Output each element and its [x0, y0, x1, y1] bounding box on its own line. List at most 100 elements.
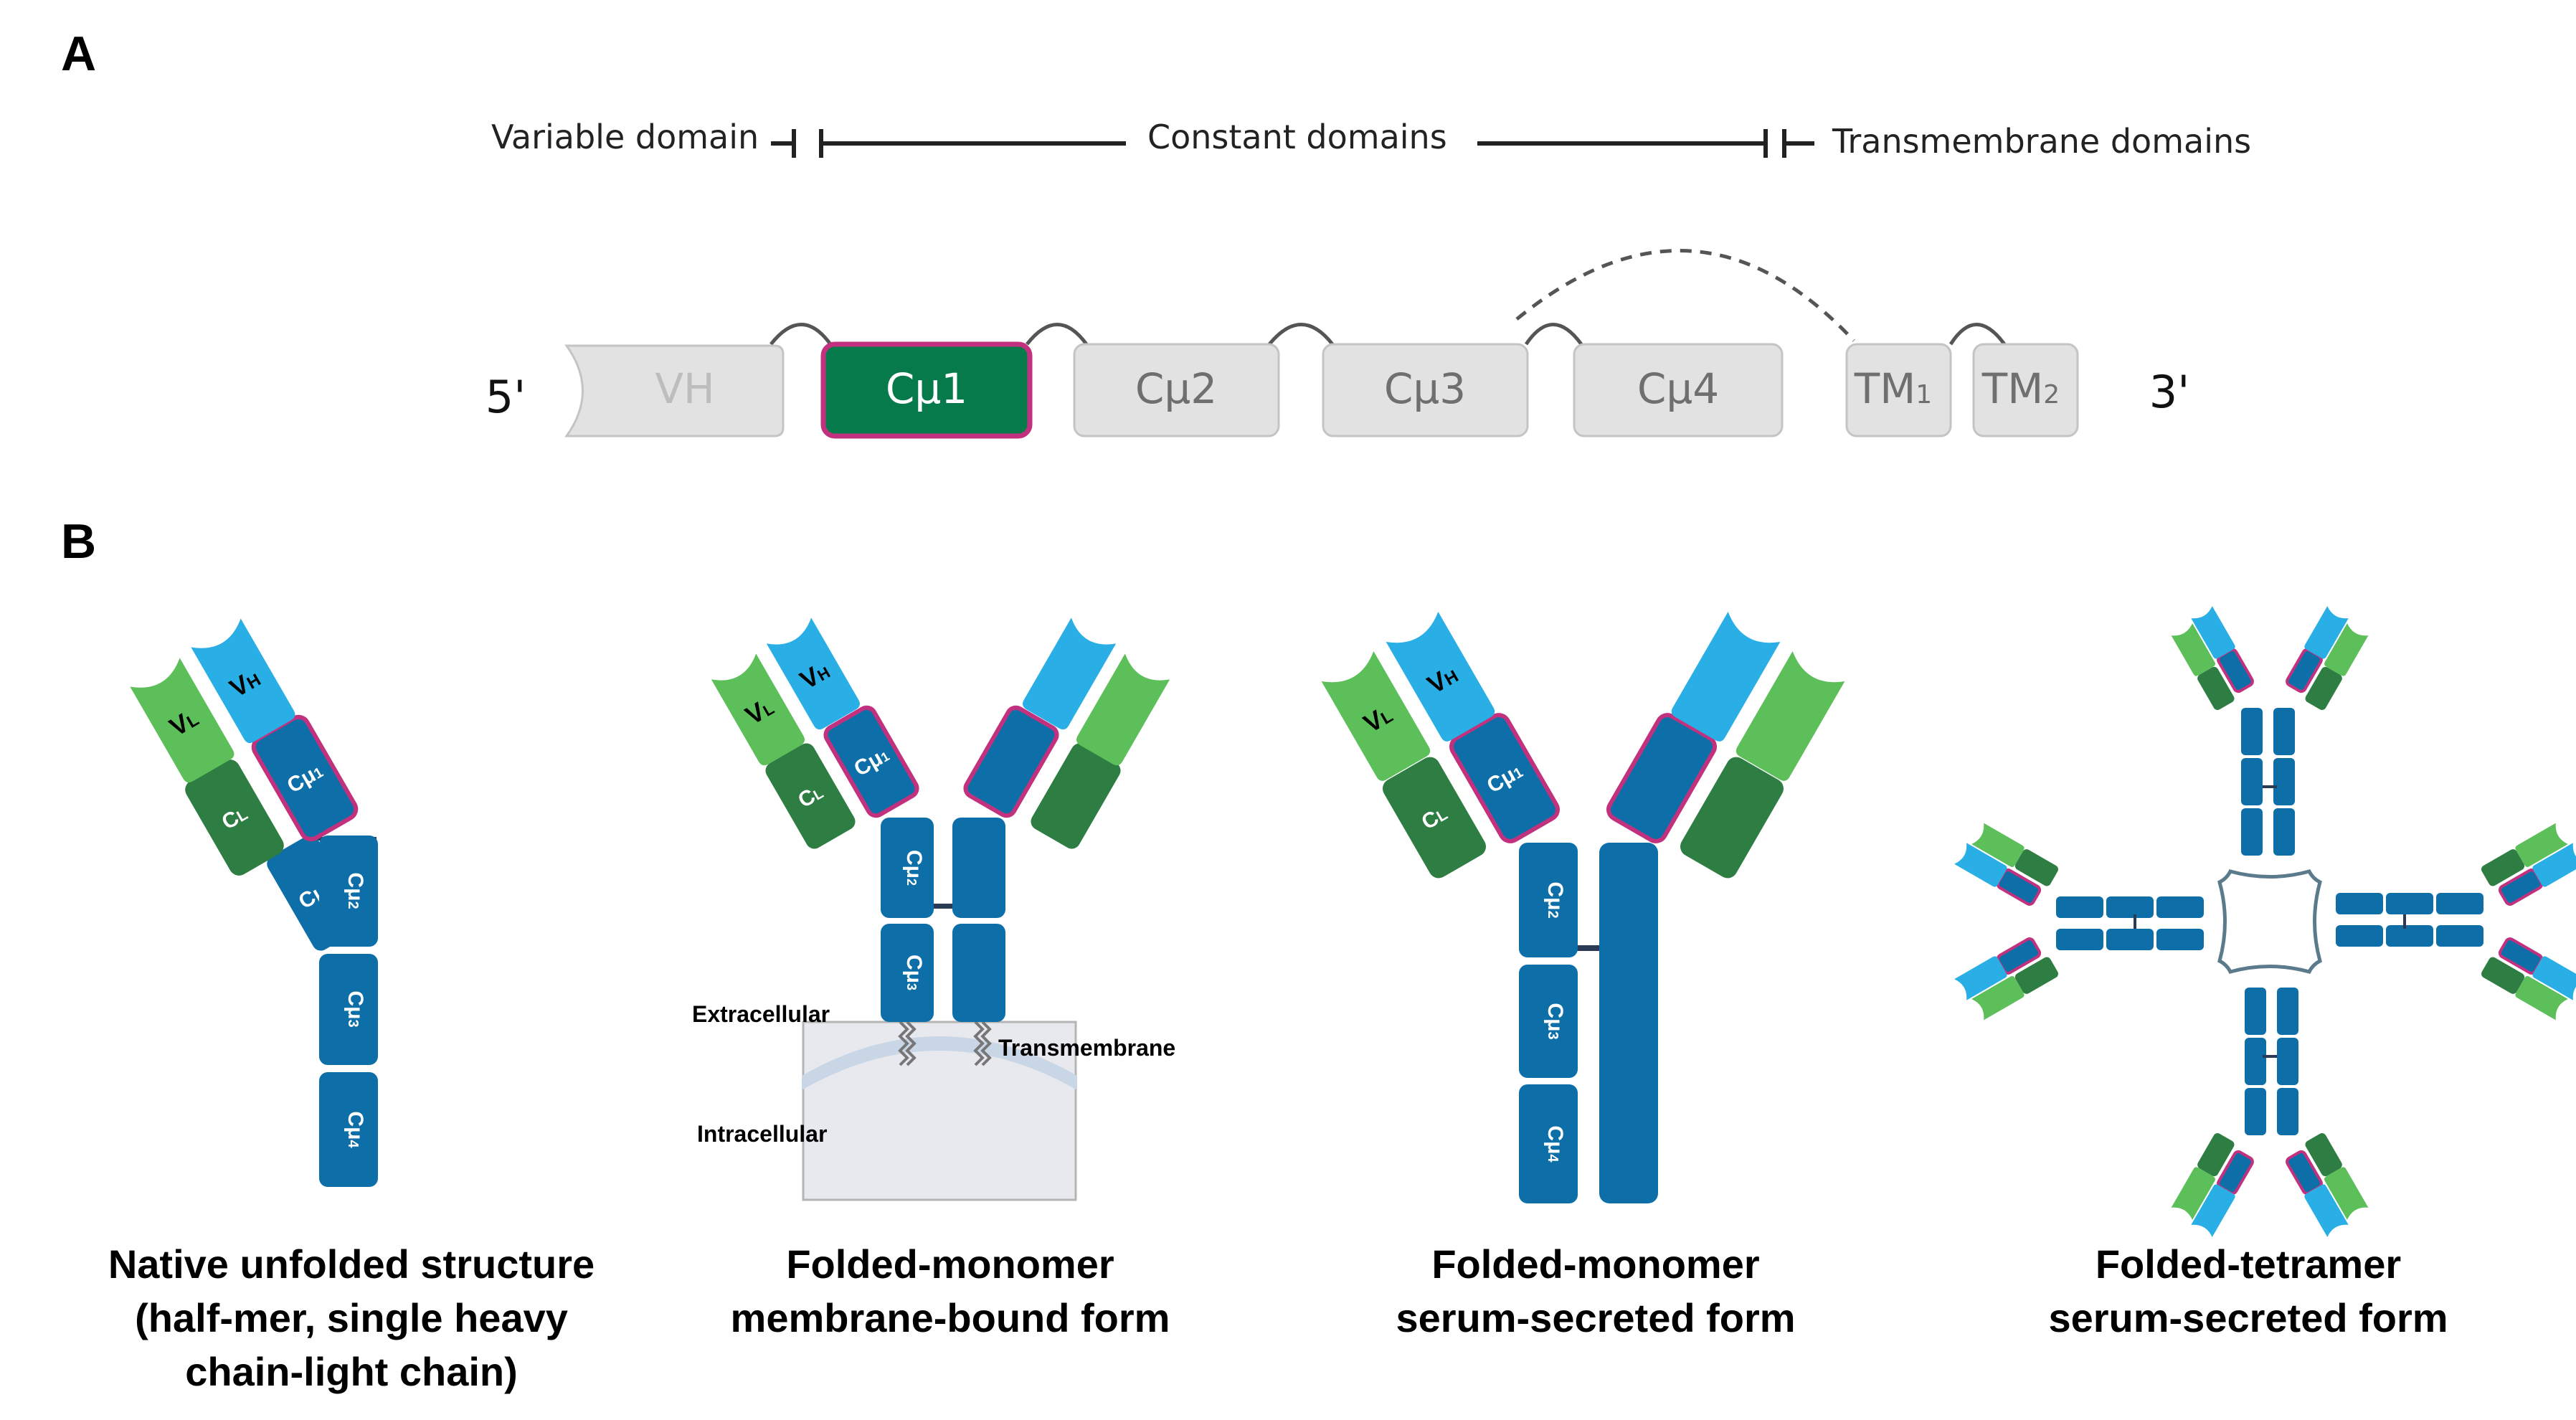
- caption-native-line2: (half-mer, single heavy: [135, 1295, 568, 1340]
- disulfide-bond: [1574, 945, 1603, 951]
- tetramer-light-constant-domain: [2481, 957, 2525, 994]
- heavy-variable-domain-right: [1671, 611, 1781, 742]
- tetramer-fab-left: [1954, 937, 2058, 1021]
- tetramer-light-constant-domain: [2014, 849, 2058, 886]
- tetramer-structure: [1954, 606, 2576, 1237]
- gene-cmu2-label: Cμ2: [1135, 364, 1217, 413]
- light-variable-domain: VL: [130, 658, 235, 783]
- tetramer-light-variable-domain: [2324, 1167, 2369, 1220]
- tetramer-heavy-constant-domain: [2106, 896, 2154, 918]
- transmembrane-label: Transmembrane: [998, 1035, 1175, 1061]
- cmu2-domain: [1519, 843, 1578, 957]
- membrane-bound-monomer: Extracellular Transmembrane Intracellula…: [692, 617, 1175, 1201]
- tetramer-heavy-constant-domain: [2386, 925, 2433, 947]
- gene-cmu3-box: [1322, 343, 1529, 437]
- captions: Native unfolded structure (half-mer, sin…: [108, 1241, 2448, 1394]
- tetramer-heavy-constant-domain: [2273, 708, 2295, 755]
- native-unfolded-structure: Cμ2 Cμ2 Cμ3 Cμ4 CL Cμ1 VL VH: [130, 618, 378, 1187]
- tetramer-heavy-constant-domain: [2156, 929, 2204, 950]
- tetramer-heavy-variable-domain: [2304, 606, 2349, 659]
- domain-bracket-lines: [771, 129, 1814, 158]
- tetramer-light-variable-domain: [2324, 623, 2369, 676]
- tetramer-light-constant-domain: [2197, 1133, 2235, 1177]
- gene-header: Variable domain Constant domains Transme…: [491, 118, 2251, 161]
- tetramer-light-constant-domain: [2305, 666, 2342, 710]
- cmu3-domain: [1519, 965, 1578, 1078]
- cmu3-domain: [881, 924, 934, 1022]
- gene-tm1-label: TM1: [1854, 364, 1932, 413]
- tetramer-light-constant-domain: [2014, 957, 2058, 994]
- transmembrane-anchors: [898, 1021, 992, 1066]
- svg-text:Cμ2: Cμ2: [902, 850, 926, 886]
- tetramer-fab-right: [2481, 937, 2576, 1021]
- cmu4-domain: [1519, 1084, 1578, 1203]
- gene-cmu2-box: [1073, 343, 1280, 437]
- tetramer-fab-right: [2171, 1133, 2254, 1237]
- caption-serum-line2: serum-secreted form: [1396, 1295, 1795, 1340]
- tetramer-heavy-constant-domain: [2241, 808, 2263, 856]
- heavy-chain-right: [1599, 843, 1658, 1203]
- svg-text:Cμ3: Cμ3: [1543, 1003, 1567, 1039]
- constant-domains-label: Constant domains: [1147, 118, 1447, 156]
- cmu3-domain-right: [952, 924, 1005, 1022]
- tetramer-fab-right: [2286, 606, 2369, 710]
- caption-tetramer-line2: serum-secreted form: [2048, 1295, 2448, 1340]
- caption-tetramer-line1: Folded-tetramer: [2096, 1241, 2401, 1287]
- cmu2-domain-right: [952, 818, 1005, 918]
- gene-vh-label: VH: [655, 364, 714, 413]
- five-prime-label: 5': [486, 371, 526, 423]
- gene-tm1-box: [1845, 343, 1952, 437]
- tetramer-light-variable-domain: [1971, 976, 2025, 1021]
- tetramer-heavy-constant-domain: [2336, 925, 2383, 947]
- cell-membrane-box: [802, 1021, 1077, 1201]
- tetramer-heavy-variable-domain: [2532, 843, 2576, 887]
- light-constant-domain-right: [1031, 743, 1121, 849]
- caption-membrane-line2: membrane-bound form: [731, 1295, 1170, 1340]
- tetramer-disulfide: [2263, 1055, 2277, 1058]
- tetramer-heavy-constant-domain: [2386, 893, 2433, 914]
- light-variable-domain: VL: [711, 653, 805, 766]
- svg-text:Cμ4: Cμ4: [1543, 1125, 1567, 1163]
- caption-native-line1: Native unfolded structure: [108, 1241, 595, 1287]
- tetramer-heavy-constant-domain: [2241, 758, 2263, 805]
- tetramer-light-constant-domain: [2481, 849, 2525, 886]
- panel-a-label: A: [61, 27, 96, 81]
- tetramer-fab-left: [2286, 1133, 2369, 1237]
- tetramer-heavy-constant-domain: [2245, 988, 2266, 1035]
- light-constant-domain: CL: [1383, 757, 1486, 879]
- caption-membrane-line1: Folded-monomer: [786, 1241, 1114, 1287]
- tetramer-light-variable-domain: [2171, 623, 2215, 676]
- tetramer-fab-left: [2171, 606, 2254, 710]
- cmu4-label: Cμ4: [344, 1111, 367, 1148]
- tetramer-arm-1: [2171, 606, 2369, 856]
- three-prime-label: 3': [2149, 366, 2190, 418]
- cmu3-domain: [319, 954, 378, 1065]
- tetramer-disulfide: [2134, 914, 2136, 929]
- tetramer-heavy-variable-domain: [2191, 606, 2235, 659]
- gene-cmu4-label: Cμ4: [1637, 364, 1719, 413]
- exon-linkers: [770, 249, 2007, 346]
- tetramer-heavy-variable-domain: [2191, 1184, 2235, 1237]
- disulfide-bond: [932, 904, 952, 909]
- cmu1-domain-highlighted: Cμ1: [1449, 713, 1560, 843]
- transmembrane-domains-label: Transmembrane domains: [1832, 122, 2251, 161]
- heavy-variable-domain: VH: [766, 617, 861, 730]
- tetramer-heavy-constant-domain: [2245, 1088, 2266, 1135]
- gene-cmu1-label: Cμ1: [886, 364, 967, 413]
- tetramer-disulfide: [2263, 785, 2277, 788]
- cmu3-label: Cμ3: [344, 990, 367, 1027]
- gene-tm2-label: TM2: [1981, 364, 2060, 413]
- cmu1-domain-right-highlighted: [1606, 713, 1717, 843]
- tetramer-light-variable-domain: [1971, 823, 2025, 867]
- tetramer-heavy-constant-domain: [2245, 1038, 2266, 1085]
- variable-domain-label: Variable domain: [491, 118, 759, 156]
- tetramer-arm-2: [2336, 823, 2576, 1021]
- tetramer-heavy-variable-domain: [2304, 1184, 2349, 1237]
- cmu1-domain-highlighted: Cμ1: [823, 705, 919, 818]
- tetramer-light-constant-domain: [2305, 1133, 2342, 1177]
- tetramer-heavy-constant-domain: [2336, 893, 2383, 914]
- gene-vh-box: [564, 344, 785, 437]
- heavy-variable-domain-right: [1022, 617, 1117, 730]
- tetramer-heavy-constant-domain: [2277, 988, 2298, 1035]
